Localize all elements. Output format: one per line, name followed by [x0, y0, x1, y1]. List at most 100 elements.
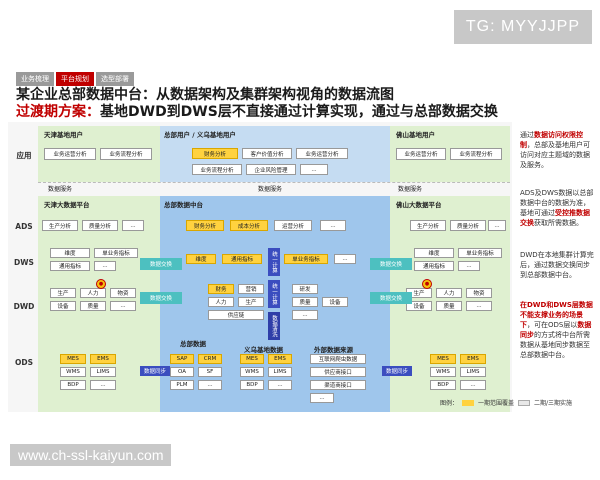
ods-box[interactable]: ... — [460, 380, 486, 390]
ads-box[interactable]: 成本分析 — [230, 220, 268, 231]
ods-box[interactable]: EMS — [268, 354, 292, 364]
dwd-box[interactable]: 设备 — [50, 301, 76, 311]
ods-box[interactable]: ... — [90, 380, 116, 390]
app-box[interactable]: 财务分析 — [192, 148, 238, 159]
tab-platform[interactable]: 平台规划 — [56, 72, 94, 86]
app-box[interactable]: 业务运营分析 — [44, 148, 96, 160]
subtitle-highlight: 过渡期方案： — [16, 104, 100, 120]
ods-box[interactable]: WMS — [430, 367, 456, 377]
dwd-box[interactable]: ... — [110, 301, 136, 311]
ods-box[interactable]: 互联网爬虫数据 — [310, 354, 366, 364]
dwd-box[interactable]: 设备 — [322, 297, 348, 307]
ads-box[interactable]: 运营分析 — [274, 220, 312, 231]
ads-box[interactable]: ... — [122, 220, 144, 231]
layer-label-ads: ADS — [15, 222, 33, 231]
subtitle-rest: 基地DWD到DWS层不直接通过计算实现，通过与总部数据交换 — [100, 104, 498, 120]
app-box[interactable]: 业务流程分析 — [450, 148, 502, 160]
tab-deploy[interactable]: 选型部署 — [96, 72, 134, 86]
ods-box[interactable]: ... — [268, 380, 292, 390]
tab-bar: 业务梳理 平台规划 选型部署 — [16, 72, 134, 86]
dwd-box[interactable]: 研发 — [292, 284, 318, 294]
dwd-box[interactable]: 人力 — [436, 288, 462, 298]
ads-box[interactable]: ... — [320, 220, 346, 231]
dwd-box[interactable]: 质量 — [80, 301, 106, 311]
dwd-box[interactable]: 质量 — [436, 301, 462, 311]
legend: 图例： 一期范围覆盖 二期/三期实施 — [440, 398, 572, 407]
dwd-box[interactable]: ... — [292, 310, 318, 320]
ods-box[interactable]: 供应商接口 — [310, 367, 366, 377]
ads-box[interactable]: 生产分析 — [42, 220, 78, 231]
ods-box[interactable]: LIMS — [460, 367, 486, 377]
dws-box[interactable]: 维度 — [50, 248, 90, 258]
ods-box[interactable]: SF — [198, 367, 222, 377]
dwd-box[interactable]: 生产 — [238, 297, 264, 307]
app-box[interactable]: 业务运营分析 — [296, 148, 348, 159]
dwd-box[interactable]: 物资 — [466, 288, 492, 298]
ads-box[interactable]: 生产分析 — [410, 220, 446, 231]
ads-box[interactable]: 财务分析 — [186, 220, 224, 231]
note-text: 获取所需数据。 — [534, 219, 583, 227]
dwd-box[interactable]: 供应链 — [208, 310, 264, 320]
foshan-platform-pane: 佛山大数据平台 生产分析 质量分析 ... 维度 单业务指标 通用指标 ... … — [390, 196, 510, 412]
data-service-label: 数据服务 — [48, 186, 73, 193]
app-box[interactable]: 企业风险管理 — [246, 164, 296, 175]
note-highlight: 在DWD和DWS层数据不能支撑业务的场景下 — [520, 301, 593, 329]
ods-box[interactable]: MES — [430, 354, 456, 364]
dwd-box[interactable]: 设备 — [406, 301, 432, 311]
ods-box[interactable]: LIMS — [90, 367, 116, 377]
ods-box[interactable]: SAP — [170, 354, 194, 364]
ods-box[interactable]: CRM — [198, 354, 222, 364]
app-box[interactable]: 业务流程分析 — [100, 148, 152, 160]
layer-label-dws: DWS — [14, 258, 34, 267]
dwd-box[interactable]: 财务 — [208, 284, 234, 294]
app-box[interactable]: ... — [300, 164, 328, 175]
ads-box[interactable]: 质量分析 — [450, 220, 486, 231]
ods-box[interactable]: WMS — [60, 367, 86, 377]
dws-box[interactable]: 通用指标 — [414, 261, 454, 271]
ods-box[interactable]: EMS — [460, 354, 486, 364]
ods-box[interactable]: EMS — [90, 354, 116, 364]
ods-box[interactable]: ... — [198, 380, 222, 390]
dwd-box[interactable]: 生产 — [50, 288, 76, 298]
ods-box[interactable]: WMS — [240, 367, 264, 377]
ods-box[interactable]: ... — [310, 393, 334, 403]
ods-hq-title: 总部数据 — [180, 340, 206, 348]
dwd-box[interactable]: 人力 — [208, 297, 234, 307]
ods-box[interactable]: PLM — [170, 380, 194, 390]
dws-box[interactable]: ... — [458, 261, 480, 271]
ods-box[interactable]: LIMS — [268, 367, 292, 377]
ods-box[interactable]: MES — [60, 354, 86, 364]
layer-label-app: 应用 — [16, 151, 32, 160]
dws-box[interactable]: 单业务指标 — [284, 254, 328, 264]
watermark-tag: TG: MYYJJPP — [453, 10, 592, 44]
note-highlight: 数据访问权限控制 — [520, 131, 583, 149]
app-box[interactable]: 客户价值分析 — [242, 148, 292, 159]
dws-box[interactable]: 通用指标 — [50, 261, 90, 271]
ods-yiwu-title: 义乌基地数据 — [244, 346, 283, 354]
ods-box[interactable]: BDP — [430, 380, 456, 390]
dws-box[interactable]: 单业务指标 — [94, 248, 138, 258]
app-box[interactable]: 业务运营分析 — [396, 148, 446, 160]
dws-box[interactable]: 通用指标 — [222, 254, 262, 264]
ods-box[interactable]: 渠道商接口 — [310, 380, 366, 390]
ods-box[interactable]: BDP — [240, 380, 264, 390]
dwd-box[interactable]: 物资 — [110, 288, 136, 298]
dwd-box[interactable]: 人力 — [80, 288, 106, 298]
step-marker-icon: ● — [422, 279, 432, 289]
dwd-box[interactable]: 营销 — [238, 284, 264, 294]
layer-label-dwd: DWD — [13, 302, 35, 311]
app-box[interactable]: 业务流程分析 — [192, 164, 242, 175]
dws-box[interactable]: 维度 — [186, 254, 216, 264]
ads-box[interactable]: 质量分析 — [82, 220, 118, 231]
dws-box[interactable]: 单业务指标 — [458, 248, 502, 258]
dws-box[interactable]: ... — [334, 254, 356, 264]
dwd-box[interactable]: ... — [466, 301, 492, 311]
ods-box[interactable]: OA — [170, 367, 194, 377]
dwd-box[interactable]: 质量 — [292, 297, 318, 307]
ods-box[interactable]: BDP — [60, 380, 86, 390]
dws-box[interactable]: 维度 — [414, 248, 454, 258]
ads-box[interactable]: ... — [488, 220, 506, 231]
dws-box[interactable]: ... — [94, 261, 116, 271]
tab-business[interactable]: 业务梳理 — [16, 72, 54, 86]
ods-box[interactable]: MES — [240, 354, 264, 364]
